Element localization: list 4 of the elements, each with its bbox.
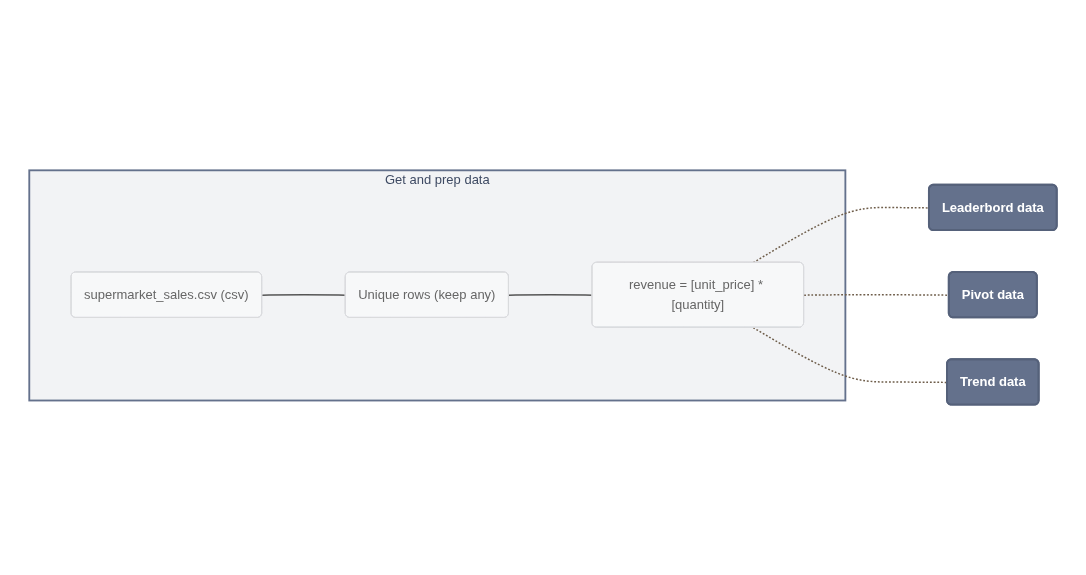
node-text: supermarket_sales.csv (csv)	[84, 286, 249, 302]
node-text: revenue = [unit_price] * [quantity]	[628, 277, 763, 312]
node-text: Unique rows (keep any)	[358, 286, 496, 302]
connector	[261, 294, 347, 296]
